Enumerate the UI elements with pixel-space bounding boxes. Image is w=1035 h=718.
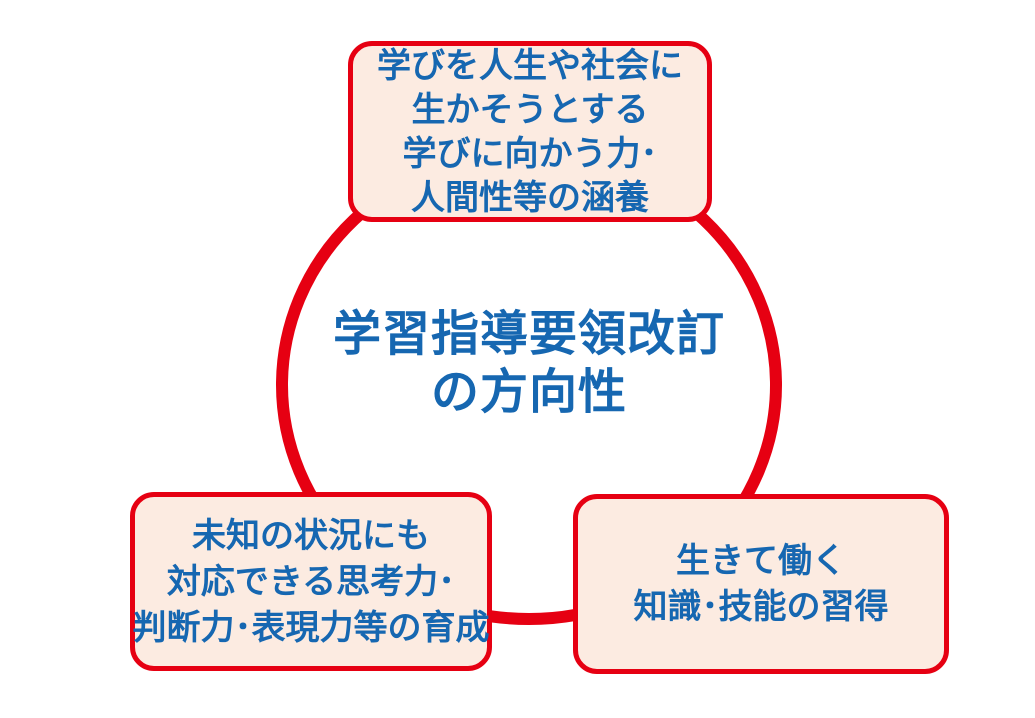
node-bottom-left-line-3: 判断力･表現力等の育成 [132,608,490,647]
node-top-line-2: 生かそうとする [411,90,649,129]
diagram-title-line-1: 学習指導要領改訂 [332,308,725,361]
diagram-title: 学習指導要領改訂 の方向性 [279,306,779,422]
node-top-line-4: 人間性等の涵養 [411,178,649,217]
node-top-line-3: 学びに向かう力･ [402,134,658,173]
diagram-title-line-2: の方向性 [430,366,627,419]
node-learning-motivation-humanity: 学びを人生や社会に 生かそうとする 学びに向かう力･ 人間性等の涵養 [348,41,712,222]
node-knowledge-skills: 生きて働く 知識･技能の習得 [573,494,949,674]
node-top-line-1: 学びを人生や社会に [377,46,683,85]
node-bottom-right-line-2: 知識･技能の習得 [633,588,889,626]
node-bottom-left-line-2: 対応できる思考力･ [166,562,456,601]
node-thinking-judgment-expression: 未知の状況にも 対応できる思考力･ 判断力･表現力等の育成 [130,492,492,671]
node-bottom-left-line-1: 未知の状況にも [192,516,430,555]
node-bottom-right-line-1: 生きて働く [676,542,846,580]
